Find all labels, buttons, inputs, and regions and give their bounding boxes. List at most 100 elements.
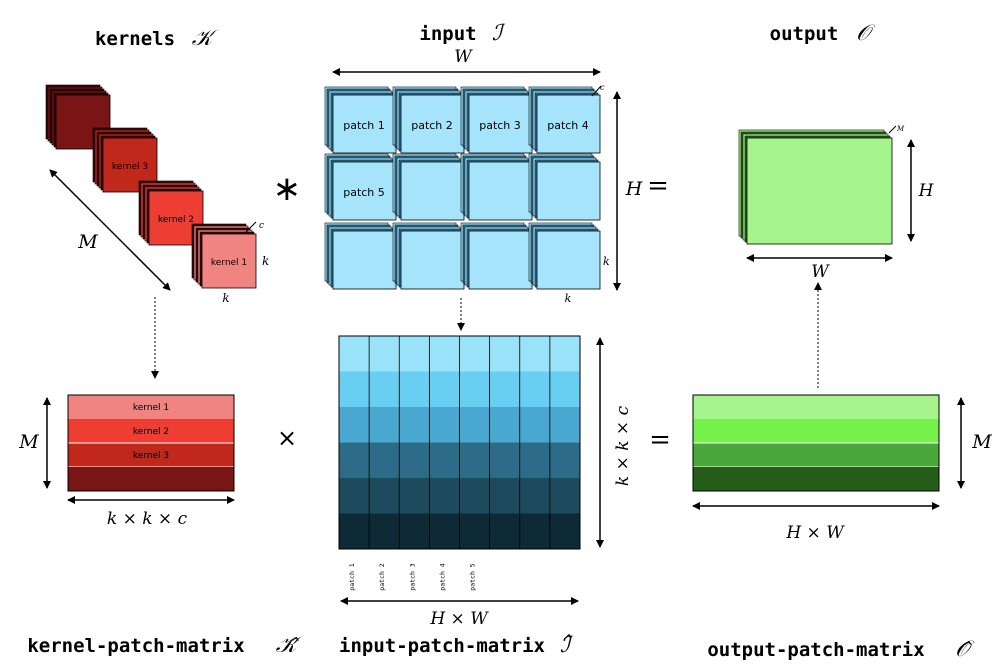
input-patch-cube: [392, 86, 465, 154]
equals-operator-top: =: [647, 171, 669, 201]
input-matrix-cols-label: H × W: [429, 609, 489, 629]
input-patch-cube-face: [536, 230, 601, 290]
input-patch-cube-face: [468, 161, 533, 221]
title-kernel-patch-matrix-word: kernel-patch-matrix: [27, 635, 244, 657]
input-matrix-col-label: patch 3: [408, 563, 416, 590]
kernels-k-bottom-label: k: [222, 291, 229, 305]
input-patch-cube-face: [468, 230, 533, 290]
input-matrix-rows-label: k × k × c: [613, 405, 633, 486]
kernels-M-arrow: [49, 169, 171, 291]
input-patch-label: patch 3: [479, 119, 521, 132]
input-patch-label: patch 2: [411, 119, 453, 132]
output-matrix-row: [693, 467, 939, 491]
input-W-label: W: [454, 47, 473, 67]
output-matrix-row: [692, 442, 940, 468]
kernel-cube-4-face: [201, 233, 257, 289]
kernel-cube-label: kernel 1: [211, 258, 247, 268]
kernel-matrix-border: [67, 394, 235, 492]
title-input-patch-matrix: input-patch-matrix ℐ̂: [339, 633, 574, 658]
kernel-matrix-row-label: kernel 3: [133, 451, 169, 461]
input-patch-cube-face: [332, 94, 397, 154]
input-patch-label: patch 5: [343, 186, 385, 199]
title-output-patch-matrix-word: output-patch-matrix: [707, 639, 924, 661]
kernel-matrix-row: [68, 419, 234, 443]
kernel-cube-4: [191, 223, 257, 289]
input-matrix-col-label: patch 5: [469, 563, 477, 590]
output-cube: [738, 129, 893, 245]
title-kernels-symbol: 𝒦: [192, 26, 219, 51]
title-output-patch-matrix-symbol: 𝒪̂: [955, 637, 974, 662]
input-patch-cube: [324, 153, 397, 221]
kernels-k-side-label: k: [262, 254, 269, 268]
input-patch-cube-face: [400, 94, 465, 154]
output-patch-matrix: [692, 394, 940, 492]
output-cube-face: [746, 137, 893, 245]
title-input-patch-matrix-word: input-patch-matrix: [339, 635, 545, 657]
kernel-matrix-row: [68, 395, 234, 419]
input-patch-cube: [392, 153, 465, 221]
kernel-matrix-M-label: M: [18, 431, 39, 453]
input-c-tick: [591, 85, 602, 97]
input-matrix-border: [338, 335, 581, 550]
input-patch-cube: [528, 153, 601, 221]
kernel-matrix-cols-label: k × k × c: [107, 509, 188, 529]
title-output: output 𝒪: [770, 21, 875, 46]
title-kernel-patch-matrix-symbol: 𝒦̂: [276, 633, 303, 658]
title-output-symbol: 𝒪: [856, 21, 875, 46]
input-patch-cube-face: [536, 161, 601, 221]
output-M-tick: [888, 125, 897, 134]
input-patch-cube: [528, 86, 601, 154]
input-patch-cube-face: [332, 230, 397, 290]
kernels-c-tick: [245, 221, 257, 233]
kernel-matrix-row-label: kernel 2: [133, 427, 169, 437]
output-block: [738, 129, 893, 245]
input-patch-cube: [324, 222, 397, 290]
output-matrix-row: [693, 395, 939, 419]
input-patch-cube-face: [400, 161, 465, 221]
input-patch-label: patch 1: [343, 119, 385, 132]
input-patch-cube: [460, 222, 533, 290]
title-output-word: output: [770, 23, 839, 45]
input-patch-cube-face: [536, 94, 601, 154]
input-patch-grid: patch 1 patch 2 patch 3 patch 4 patch 5: [324, 86, 601, 290]
input-matrix-col-label: patch 2: [378, 563, 386, 590]
input-patch-cube: [460, 153, 533, 221]
input-patch-cube-face: [400, 230, 465, 290]
input-matrix-col-label: patch 4: [438, 563, 446, 590]
convolution-operator: ∗: [273, 169, 302, 209]
kernels-c-label: c: [259, 221, 264, 231]
output-matrix-border: [692, 394, 940, 492]
input-patch-cube: [460, 86, 533, 154]
kernels-M-label: M: [77, 231, 98, 253]
output-matrix-M-label: M: [971, 431, 992, 453]
output-matrix-row: [693, 419, 939, 443]
input-patch-cube: [528, 222, 601, 290]
input-k-side-label: k: [603, 255, 610, 268]
output-M-label: M: [896, 125, 905, 133]
title-input-symbol: ℐ: [492, 21, 506, 46]
kernel-cube-label: kernel 3: [112, 162, 148, 172]
input-patch-cube: [392, 222, 465, 290]
times-operator: ×: [277, 424, 297, 452]
input-c-label: c: [600, 83, 605, 92]
input-patch-label: patch 4: [547, 119, 589, 132]
title-kernels-word: kernels: [95, 28, 175, 50]
input-k-bottom-label: k: [565, 292, 572, 305]
output-W-label: W: [811, 262, 830, 282]
title-kernels: kernels 𝒦: [95, 26, 219, 51]
title-kernel-patch-matrix: kernel-patch-matrix 𝒦̂: [27, 633, 302, 658]
title-input: input ℐ: [419, 21, 505, 46]
title-input-patch-matrix-symbol: ℐ̂: [560, 633, 574, 658]
kernel-matrix-row-label: kernel 1: [133, 403, 169, 413]
title-output-patch-matrix: output-patch-matrix 𝒪̂: [707, 637, 974, 662]
input-patch-matrix: patch 1 patch 2 patch 3 patch 4 patch 5: [338, 335, 581, 591]
output-H-label: H: [918, 181, 935, 201]
input-H-label: H: [625, 178, 643, 200]
title-input-word: input: [419, 23, 476, 45]
equals-operator-bottom: =: [649, 425, 671, 455]
output-matrix-cols-label: H × W: [785, 523, 845, 543]
kernel-patch-matrix: kernel 1 kernel 2 kernel 3: [67, 394, 235, 492]
input-matrix-col-label: patch 1: [348, 563, 356, 590]
kernel-matrix-row: [68, 467, 234, 491]
